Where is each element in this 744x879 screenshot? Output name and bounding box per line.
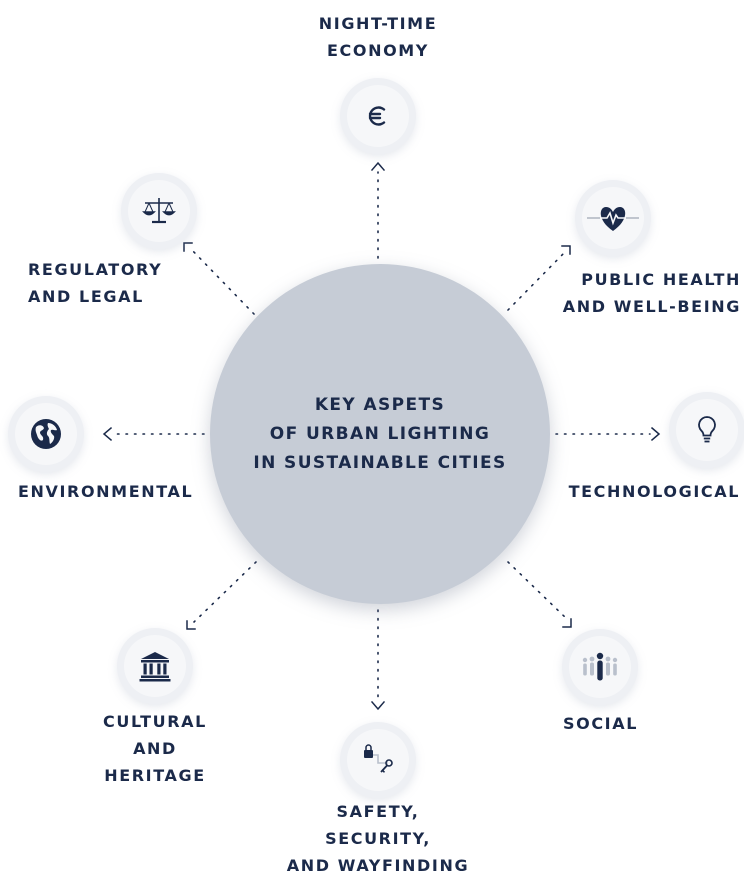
heart-pulse-icon bbox=[582, 187, 644, 249]
label-line: AND WAYFINDING bbox=[286, 856, 470, 875]
label-line: SECURITY, bbox=[325, 829, 431, 848]
arrowhead-night-time-economy bbox=[370, 161, 386, 172]
label-line: AND LEGAL bbox=[28, 287, 144, 306]
arrowhead-environmental bbox=[102, 426, 113, 442]
label-line: PUBLIC HEALTH bbox=[581, 270, 741, 289]
label-safety: SAFETY, SECURITY, AND WAYFINDING bbox=[270, 798, 486, 879]
arrowhead-social bbox=[562, 618, 572, 628]
lightbulb-icon bbox=[676, 399, 738, 461]
euro-icon bbox=[347, 85, 409, 147]
label-cultural: CULTURAL AND HERITAGE bbox=[80, 708, 230, 789]
arrowhead-technological bbox=[650, 426, 661, 442]
arrowhead-public-health bbox=[561, 245, 571, 255]
label-environmental: ENVIRONMENTAL bbox=[18, 478, 204, 505]
central-title-line-2: OF URBAN LIGHTING bbox=[269, 423, 491, 444]
label-line: ECONOMY bbox=[327, 41, 429, 60]
label-line: AND WELL-BEING bbox=[562, 297, 741, 316]
lock-key-path-icon bbox=[347, 729, 409, 791]
label-line: SAFETY, bbox=[336, 802, 420, 821]
connector-public-health bbox=[507, 251, 566, 311]
label-night-time-economy: NIGHT-TIME ECONOMY bbox=[298, 10, 458, 64]
label-line: SOCIAL bbox=[563, 714, 638, 733]
connector-regulatory bbox=[189, 247, 255, 315]
connector-social bbox=[507, 561, 569, 621]
label-public-health: PUBLIC HEALTH AND WELL-BEING bbox=[545, 266, 741, 320]
arrowhead-regulatory bbox=[183, 242, 193, 252]
museum-icon bbox=[124, 635, 186, 697]
people-icon bbox=[569, 636, 631, 698]
label-line: CULTURAL bbox=[103, 712, 207, 731]
central-title: KEY ASPETS OF URBAN LIGHTING IN SUSTAINA… bbox=[253, 391, 506, 478]
label-line: HERITAGE bbox=[104, 766, 206, 785]
arrowhead-safety bbox=[370, 700, 386, 711]
connector-cultural bbox=[193, 561, 257, 623]
label-line: ENVIRONMENTAL bbox=[18, 482, 194, 501]
label-line: TECHNOLOGICAL bbox=[568, 482, 740, 501]
label-technological: TECHNOLOGICAL bbox=[554, 478, 740, 505]
scales-icon bbox=[128, 180, 190, 242]
arrowhead-cultural bbox=[186, 620, 196, 630]
label-line: NIGHT-TIME bbox=[318, 14, 438, 33]
label-line: AND bbox=[133, 739, 177, 758]
label-social: SOCIAL bbox=[563, 710, 653, 737]
label-line: REGULATORY bbox=[28, 260, 163, 279]
globe-icon bbox=[15, 403, 77, 465]
central-title-line-3: IN SUSTAINABLE CITIES bbox=[253, 452, 507, 473]
label-regulatory: REGULATORY AND LEGAL bbox=[28, 256, 178, 310]
central-title-line-1: KEY ASPETS bbox=[314, 394, 446, 415]
central-circle: KEY ASPETS OF URBAN LIGHTING IN SUSTAINA… bbox=[210, 264, 550, 604]
